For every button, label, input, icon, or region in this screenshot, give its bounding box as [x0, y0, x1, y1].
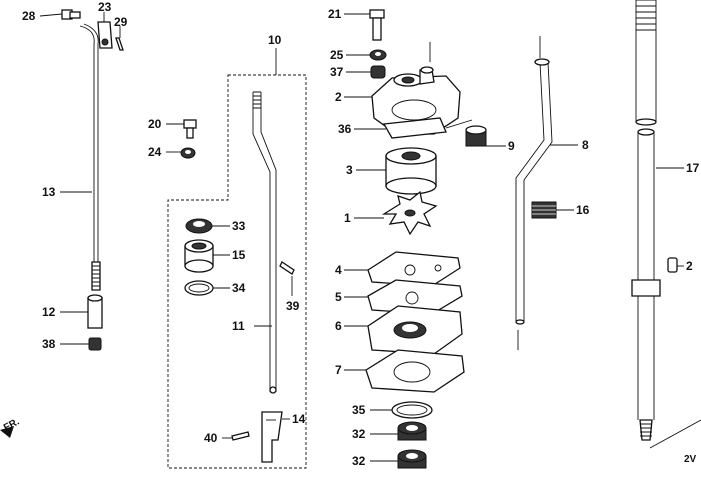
gasket-7	[365, 349, 465, 393]
grommet-37	[370, 65, 386, 79]
callout-7: 7	[335, 363, 342, 377]
key-2-right	[667, 257, 678, 273]
washer-24	[180, 147, 196, 159]
callout-11: 11	[232, 319, 245, 333]
liner-3	[385, 147, 437, 195]
o-ring-35	[391, 401, 433, 419]
bolt-20	[183, 119, 197, 139]
callout-8: 8	[582, 138, 589, 152]
callout-36: 36	[338, 122, 352, 136]
nut-38	[88, 337, 102, 351]
callout-20: 20	[148, 117, 162, 131]
callout-23: 23	[98, 0, 112, 14]
pin-40	[231, 431, 250, 441]
corner-code: 2V	[684, 454, 697, 465]
shift-rod-13	[79, 23, 101, 291]
seal-33	[185, 218, 213, 234]
callout-17: 17	[686, 161, 700, 175]
callout-14: 14	[292, 412, 306, 426]
callout-16: 16	[576, 203, 590, 217]
callout-39: 39	[286, 299, 300, 313]
plate-4	[367, 251, 461, 287]
front-mark	[0, 426, 14, 438]
callout-13: 13	[42, 185, 56, 199]
callout-2-right: 2	[686, 259, 693, 273]
callout-32-lower: 32	[352, 454, 366, 468]
callout-1: 1	[344, 211, 351, 225]
callout-28: 28	[22, 9, 36, 23]
callout-15: 15	[232, 248, 246, 262]
callout-10: 10	[268, 33, 282, 47]
leader-lines	[39, 12, 684, 462]
callout-33: 33	[232, 219, 246, 233]
washer-25	[369, 49, 387, 61]
seal-32-lower	[397, 449, 427, 469]
lower-housing-6	[367, 305, 463, 355]
callout-3: 3	[346, 163, 353, 177]
o-ring-34	[184, 280, 214, 296]
callout-21: 21	[328, 7, 342, 21]
clip-29	[115, 37, 124, 51]
shift-cam-14	[261, 411, 283, 463]
seal-32-upper	[397, 421, 427, 441]
callout-38: 38	[42, 337, 56, 351]
bolt-28	[61, 9, 81, 20]
callout-32-upper: 32	[352, 427, 366, 441]
callout-12: 12	[42, 305, 56, 319]
group-10-outline	[167, 74, 307, 469]
gasket-36	[382, 117, 447, 139]
callout-4: 4	[335, 263, 342, 277]
callout-2: 2	[335, 90, 342, 104]
bushing-15	[184, 239, 214, 273]
gasket-5	[367, 279, 463, 315]
grommet-16	[531, 201, 557, 219]
callout-24: 24	[148, 145, 162, 159]
callout-6: 6	[335, 319, 342, 333]
bolt-21	[369, 9, 385, 41]
impeller-1	[381, 190, 438, 236]
callout-29: 29	[114, 15, 128, 29]
callout-37: 37	[330, 65, 344, 79]
grommet-9	[465, 125, 487, 147]
callout-9: 9	[508, 139, 515, 153]
sleeve-12	[87, 294, 103, 329]
corner-line	[649, 419, 701, 449]
water-tube-8	[515, 36, 553, 350]
callout-25: 25	[330, 48, 344, 62]
callout-5: 5	[335, 290, 342, 304]
callout-34: 34	[232, 281, 246, 295]
link-23	[97, 21, 113, 49]
drive-shaft-17	[631, 0, 661, 441]
callout-40: 40	[204, 431, 218, 445]
callout-35: 35	[352, 403, 366, 417]
pin-39	[279, 261, 295, 275]
shift-shaft-11	[252, 91, 277, 394]
